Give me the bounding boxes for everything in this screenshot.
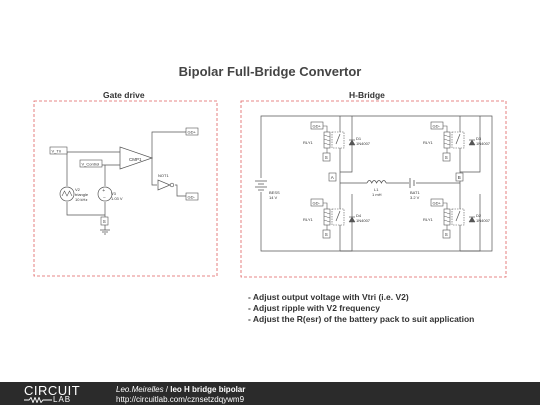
h-bridge-title: H-Bridge	[349, 90, 385, 100]
v3-value: 1.03 V	[111, 196, 123, 201]
svg-text:−: −	[103, 195, 106, 201]
relay-name: RLY1	[303, 140, 313, 145]
project-name[interactable]: leo H bridge bipolar	[170, 385, 246, 394]
node-a	[328, 172, 337, 182]
node-a-label: A	[331, 175, 334, 180]
node-s-gate-label: S	[103, 219, 106, 224]
port-gd-plus-label: GD+	[188, 130, 197, 135]
relay-gate-label: GD-	[433, 124, 441, 129]
relay-source-port	[322, 229, 331, 239]
inductor-name: L1	[374, 187, 379, 192]
relay-gate-port	[430, 198, 444, 207]
diode-icon	[348, 139, 356, 146]
bess-source	[254, 178, 268, 192]
diode-part: 1N4007	[476, 218, 491, 223]
diode-part: 1N4007	[476, 141, 491, 146]
relay-source-label: S	[445, 232, 448, 237]
diode-name: D2	[476, 213, 482, 218]
v3-name: V3	[111, 191, 117, 196]
gate-drive-border	[33, 100, 218, 277]
battery-bat1	[409, 178, 415, 188]
bess-value: 14 V	[269, 195, 278, 200]
relay-name: RLY1	[423, 140, 433, 145]
diode-part: 1N4007	[356, 218, 371, 223]
relay-gate-port	[310, 121, 324, 130]
inductor-value: 1 mH	[372, 192, 382, 197]
relay-name: RLY1	[423, 217, 433, 222]
v2-type: triangle	[75, 192, 89, 197]
project-url[interactable]: http://circuitlab.com/cznsetzdqywm9	[116, 395, 245, 404]
diode-icon	[468, 216, 476, 223]
footer-bar	[0, 382, 540, 405]
page-title: Bipolar Full-Bridge Convertor	[178, 64, 362, 79]
note-line: - Adjust output voltage with Vtri (i.e. …	[248, 292, 409, 302]
diode-name: D1	[356, 136, 362, 141]
node-s-gate	[100, 216, 109, 226]
relay-gate-port	[310, 198, 324, 207]
diode-icon	[348, 216, 356, 223]
credit: Leo.Meirelles / leo H bridge bipolar htt…	[116, 385, 245, 405]
h-bridge-border	[240, 100, 507, 278]
author-link[interactable]: Leo.Meirelles	[116, 385, 164, 394]
diode-name: D3	[476, 136, 482, 141]
v2-freq: 10 kHz	[75, 197, 87, 202]
note-line: - Adjust the R(esr) of the battery pack …	[248, 314, 475, 324]
diode-part: 1N4007	[356, 141, 371, 146]
relay-contact	[331, 131, 345, 149]
port-gd-minus-label: GD-	[188, 195, 196, 200]
relay-gate-label: GD-	[313, 201, 321, 206]
port-v-tri	[49, 146, 68, 155]
port-gd-minus	[185, 192, 199, 201]
port-gd-plus	[185, 127, 199, 136]
credit-separator: /	[163, 385, 171, 394]
circuitlab-logo[interactable]: CIRCUIT LAB	[24, 383, 92, 404]
comparator-cmp1	[119, 146, 154, 170]
relay-group: GD+SRLY1D11N4007GD-SRLY1D31N4007GD-SRLY1…	[303, 121, 491, 239]
relay-source-label: S	[325, 155, 328, 160]
notes: - Adjust output voltage with Vtri (i.e. …	[248, 292, 474, 325]
v2-triangle-source	[59, 186, 75, 202]
relay-source-port	[322, 152, 331, 162]
relay-source-port	[442, 152, 451, 162]
relay-gate-port	[430, 121, 444, 130]
relay-source-label: S	[445, 155, 448, 160]
svg-text:+: +	[102, 188, 105, 194]
relay-gate-label: GD+	[433, 201, 442, 206]
port-v-control-label: V_Control	[82, 162, 100, 167]
logo-text-bottom: LAB	[53, 395, 72, 404]
v2-name: V2	[75, 187, 81, 192]
logo-resistor-icon	[24, 397, 52, 403]
battery-name: BAT1	[410, 190, 420, 195]
diode-icon	[468, 139, 476, 146]
cmp-label: CMP1	[129, 157, 142, 162]
port-v-control	[79, 159, 103, 168]
logo-text-top: CIRCUIT	[24, 383, 81, 398]
diode-name: D4	[356, 213, 362, 218]
not-gate	[157, 179, 171, 191]
node-b-label: B	[458, 175, 461, 180]
port-v-tri-label: V_Tri	[52, 149, 62, 154]
bess-name: BESS	[269, 190, 280, 195]
gate-drive-title: Gate drive	[103, 90, 145, 100]
relay-contact	[331, 208, 345, 226]
inductor-l1	[366, 180, 387, 184]
relay-source-label: S	[325, 232, 328, 237]
not-label: NOT1	[158, 173, 169, 178]
relay-name: RLY1	[303, 217, 313, 222]
battery-value: 3.2 V	[410, 195, 420, 200]
relay-source-port	[442, 229, 451, 239]
v3-dc-source	[97, 186, 113, 202]
ground-icon	[100, 229, 110, 235]
node-b	[455, 172, 464, 182]
relay-gate-label: GD+	[313, 124, 322, 129]
note-line: - Adjust ripple with V2 frequency	[248, 303, 380, 313]
relay-contact	[451, 131, 465, 149]
relay-contact	[451, 208, 465, 226]
